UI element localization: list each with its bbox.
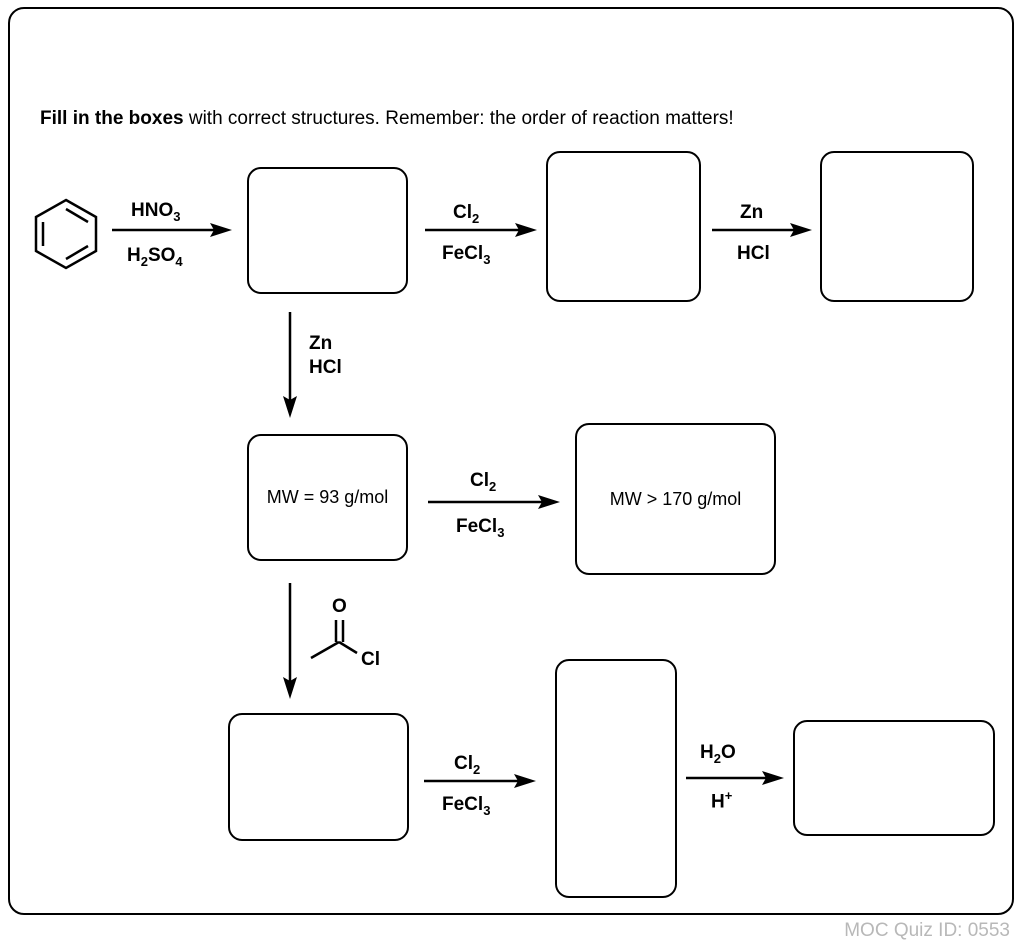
reagent-h2so4: H2SO4 xyxy=(127,245,183,269)
answer-box-7[interactable] xyxy=(555,659,677,898)
arrow-chlorination-2 xyxy=(428,495,560,509)
answer-box-2[interactable] xyxy=(546,151,701,302)
reagent-hcl-2: HCl xyxy=(309,357,342,378)
arrow-nitration xyxy=(112,223,232,237)
reagent-h-plus: H+ xyxy=(711,788,733,813)
arrow-hydrolysis xyxy=(686,771,784,785)
instruction-bold: Fill in the boxes xyxy=(40,108,184,129)
acetyl-chlorine-label: Cl xyxy=(361,649,380,670)
answer-box-5[interactable]: MW > 170 g/mol xyxy=(575,423,776,575)
reagent-fecl3-3: FeCl3 xyxy=(442,794,491,818)
benzene-structure xyxy=(34,198,98,270)
answer-box-3[interactable] xyxy=(820,151,974,302)
reagent-zn-2: Zn xyxy=(309,333,333,354)
answer-box-4[interactable]: MW = 93 g/mol xyxy=(247,434,408,561)
reagent-hcl-1: HCl xyxy=(737,243,770,264)
answer-box-6[interactable] xyxy=(228,713,409,841)
quiz-id: MOC Quiz ID: 0553 xyxy=(844,920,1010,941)
diagram-frame xyxy=(8,7,1014,915)
arrow-chlorination-1 xyxy=(425,223,537,237)
reagent-cl2-2: Cl2 xyxy=(470,470,497,494)
acetyl-chloride-structure xyxy=(310,620,358,660)
box-4-label: MW = 93 g/mol xyxy=(266,487,389,507)
arrow-chlorination-3 xyxy=(424,774,536,788)
reagent-h2o: H2O xyxy=(700,742,736,766)
instruction-text: Fill in the boxes with correct structure… xyxy=(40,108,734,130)
answer-box-1[interactable] xyxy=(247,167,408,294)
answer-box-8[interactable] xyxy=(793,720,995,836)
arrow-acylation xyxy=(283,583,297,699)
reagent-hno3: HNO3 xyxy=(131,200,181,224)
box-5-label: MW > 170 g/mol xyxy=(609,489,742,509)
reagent-fecl3-1: FeCl3 xyxy=(442,243,491,267)
reagent-cl2-1: Cl2 xyxy=(453,202,480,226)
reagent-zn-1: Zn xyxy=(740,202,764,223)
instruction-rest: with correct structures. Remember: the o… xyxy=(183,108,734,129)
arrow-reduction-1 xyxy=(712,223,812,237)
reagent-fecl3-2: FeCl3 xyxy=(456,516,505,540)
reagent-cl2-3: Cl2 xyxy=(454,753,481,777)
acetyl-oxygen-label: O xyxy=(332,596,347,617)
arrow-reduction-2 xyxy=(283,312,297,418)
